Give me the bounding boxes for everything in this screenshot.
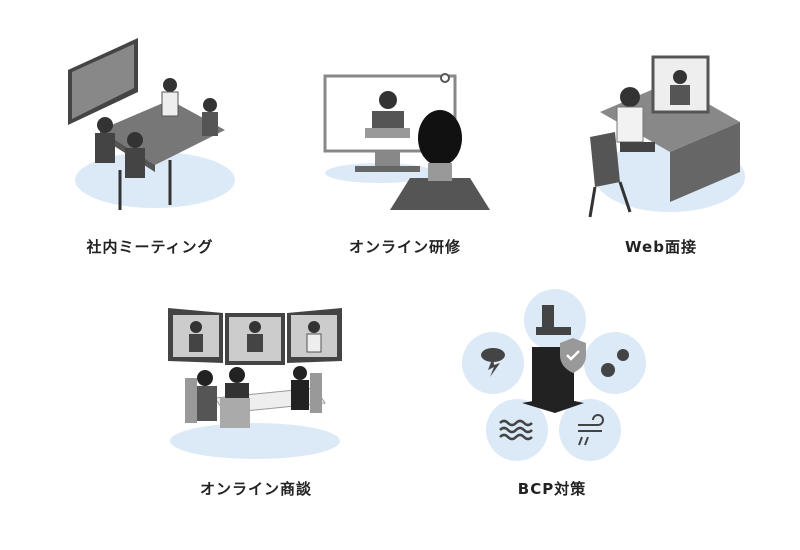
web-interview-illustration: [588, 55, 745, 218]
use-case-label-online-business-meeting: オンライン商談: [199, 480, 313, 498]
earthquake-icon: [536, 305, 571, 335]
online-training-illustration: [323, 73, 490, 210]
use-case-label-online-training: オンライン研修: [348, 238, 462, 256]
shield-check-icon: [560, 338, 586, 373]
use-case-label-web-interview: Web面接: [625, 238, 697, 256]
meeting-room-illustration: [68, 38, 235, 210]
thunderstorm-icon: [481, 348, 505, 377]
virus-icon: [601, 349, 629, 377]
flood-icon: [499, 419, 533, 441]
online-business-meeting-illustration: [168, 308, 342, 459]
use-case-label-bcp: BCP対策: [517, 480, 587, 498]
wind-rain-icon: [578, 414, 604, 446]
bcp-illustration: [462, 289, 646, 461]
use-case-label-internal-meeting: 社内ミーティング: [86, 238, 214, 256]
